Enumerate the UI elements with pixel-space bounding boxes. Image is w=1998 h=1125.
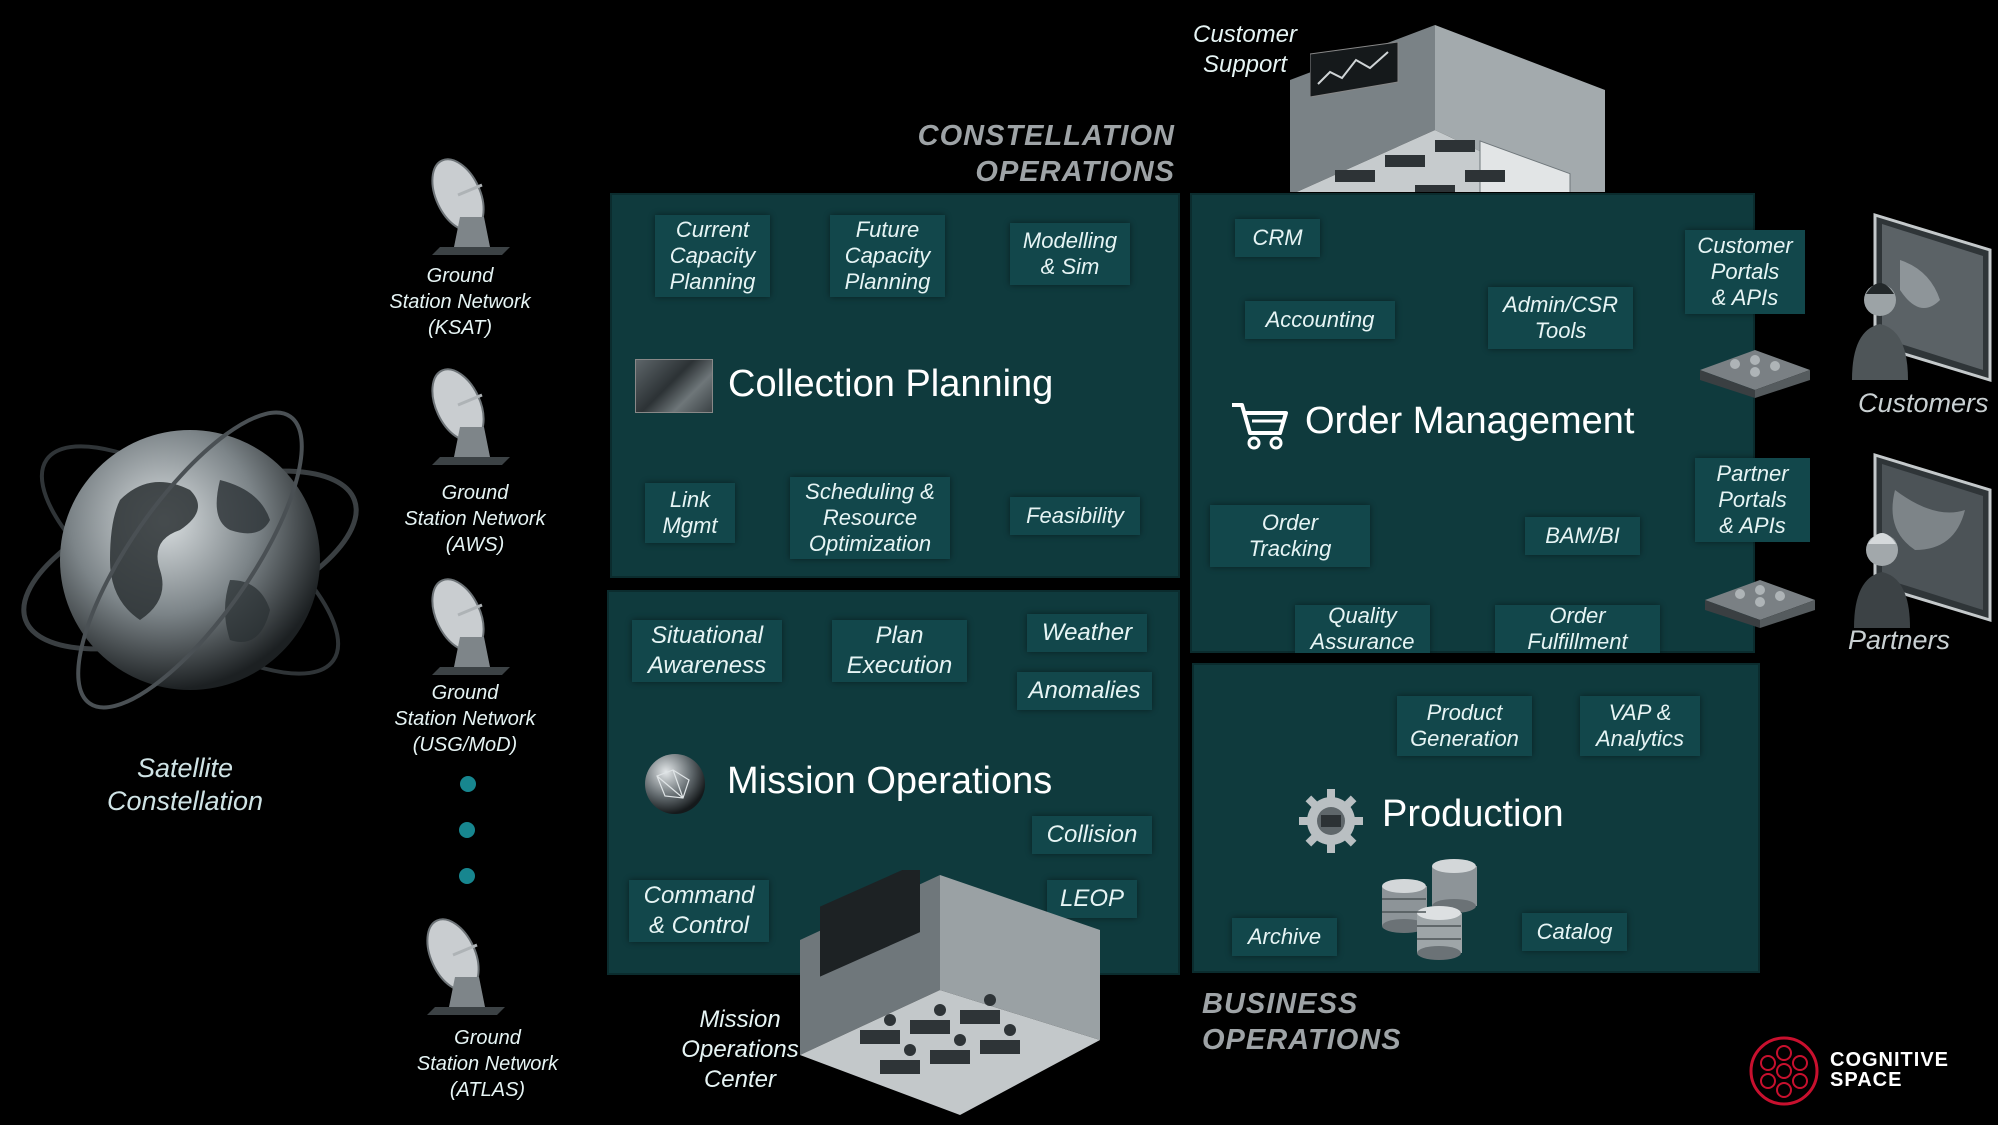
leop-chip[interactable]: LEOP [1047, 880, 1137, 918]
ground-station-usg: Ground Station Network (USG/MoD) [380, 575, 550, 765]
network-sphere-icon [645, 754, 705, 814]
catalog-chip[interactable]: Catalog [1522, 913, 1627, 951]
ground-station-usg-label: Ground Station Network (USG/MoD) [394, 682, 536, 756]
customer-avatar-icon [1852, 212, 1992, 383]
business-operations-label: BUSINESS OPERATIONS [1202, 988, 1402, 1056]
feasibility-chip[interactable]: Feasibility [1010, 497, 1140, 535]
archive-chip[interactable]: Archive [1232, 918, 1337, 956]
ground-station-aws: Ground Station Network (AWS) [390, 365, 560, 560]
partners-label: Partners [1848, 625, 1951, 655]
map-thumbnail-icon [635, 359, 713, 413]
link-mgmt-chip[interactable]: Link Mgmt [645, 483, 735, 543]
satellite-dish-icon [431, 158, 510, 255]
api-blocks-icon [1700, 350, 1810, 398]
order-management-panel: CRM Accounting Admin/CSR Tools Order Man… [1190, 193, 1755, 654]
cognitive-space-logo-text: COGNITIVE SPACE [1830, 1050, 1949, 1090]
collection-planning-panel: Current Capacity Planning Future Capacit… [610, 193, 1180, 578]
satellite-dish-icon [426, 918, 505, 1015]
mission-operations-center-label: Mission Operations Center [681, 1006, 799, 1093]
partner-avatar-icon [1854, 452, 1992, 628]
mission-operations-center-room [800, 870, 1100, 1115]
modelling-sim-chip[interactable]: Modelling & Sim [1010, 223, 1130, 285]
satellite-dish-icon [431, 368, 510, 465]
future-capacity-planning-chip[interactable]: Future Capacity Planning [830, 215, 945, 297]
current-capacity-planning-chip[interactable]: Current Capacity Planning [655, 215, 770, 297]
production-title: Production [1382, 793, 1564, 835]
api-blocks-icon [1705, 580, 1815, 628]
plan-execution-chip[interactable]: Plan Execution [832, 620, 967, 682]
constellation-operations-label: CONSTELLATION OPERATIONS [917, 120, 1175, 188]
ground-station-aws-label: Ground Station Network (AWS) [404, 482, 546, 556]
mission-operations-title: Mission Operations [727, 760, 1053, 802]
ground-station-ksat-label: Ground Station Network (KSAT) [389, 265, 531, 339]
ground-station-atlas-label: Ground Station Network (ATLAS) [416, 1027, 559, 1101]
dashboard-screen-icon [1310, 42, 1399, 97]
admin-csr-tools-chip[interactable]: Admin/CSR Tools [1488, 287, 1633, 349]
command-control-chip[interactable]: Command & Control [629, 880, 769, 942]
customer-support-label: Customer Support [1192, 21, 1298, 78]
satellite-constellation [0, 360, 380, 760]
order-management-title: Order Management [1305, 400, 1635, 442]
collection-planning-title: Collection Planning [728, 363, 1054, 405]
customers-label: Customers [1858, 388, 1989, 418]
anomalies-chip[interactable]: Anomalies [1017, 672, 1152, 710]
situational-awareness-chip[interactable]: Situational Awareness [632, 620, 782, 682]
cognitive-space-logo-mark [1749, 1036, 1819, 1106]
product-generation-chip[interactable]: Product Generation [1397, 696, 1532, 756]
bam-bi-chip[interactable]: BAM/BI [1525, 517, 1640, 555]
logo-line-1: COGNITIVE [1830, 1049, 1950, 1071]
customer-portals-apis-chip[interactable]: Customer Portals & APIs [1685, 230, 1805, 314]
ground-station-ksat: Ground Station Network (KSAT) [380, 155, 540, 345]
gear-icon [1299, 789, 1363, 853]
scheduling-resource-optimization-chip[interactable]: Scheduling & Resource Optimization [790, 477, 950, 559]
satellite-constellation-label: Satellite Constellation [106, 753, 264, 816]
ellipsis-dot [459, 822, 475, 838]
ellipsis-dot [460, 776, 476, 792]
order-tracking-chip[interactable]: Order Tracking [1210, 505, 1370, 567]
ground-station-atlas: Ground Station Network (ATLAS) [400, 915, 575, 1110]
database-icon [1382, 859, 1477, 960]
collision-chip[interactable]: Collision [1032, 816, 1152, 854]
partner-portals-apis-chip[interactable]: Partner Portals & APIs [1695, 458, 1810, 542]
quality-assurance-chip[interactable]: Quality Assurance [1295, 603, 1430, 654]
production-panel: Product Generation VAP & Analytics Produ… [1192, 663, 1760, 973]
globe-icon [21, 410, 359, 710]
vap-analytics-chip[interactable]: VAP & Analytics [1580, 696, 1700, 756]
satellite-dish-icon [431, 578, 510, 675]
weather-chip[interactable]: Weather [1027, 614, 1147, 652]
accounting-chip[interactable]: Accounting [1245, 301, 1395, 339]
logo-line-2: SPACE [1830, 1069, 1903, 1091]
shopping-cart-icon [1232, 403, 1288, 450]
order-fulfillment-chip[interactable]: Order Fulfillment [1495, 603, 1660, 654]
ellipsis-dot [459, 868, 475, 884]
crm-chip[interactable]: CRM [1235, 219, 1320, 257]
